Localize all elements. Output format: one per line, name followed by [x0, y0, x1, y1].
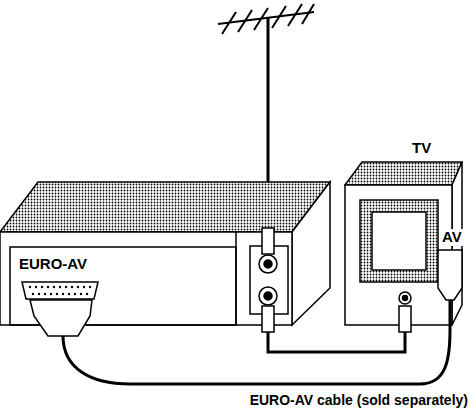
cables [30, 228, 462, 384]
port-label: AV [441, 229, 463, 246]
scart-pins [29, 286, 91, 295]
port-label: EURO-AV [18, 256, 88, 273]
television [345, 162, 462, 325]
cable-label: EURO-AV cable (sold separately) [249, 393, 469, 408]
device-label: TV [411, 140, 432, 157]
